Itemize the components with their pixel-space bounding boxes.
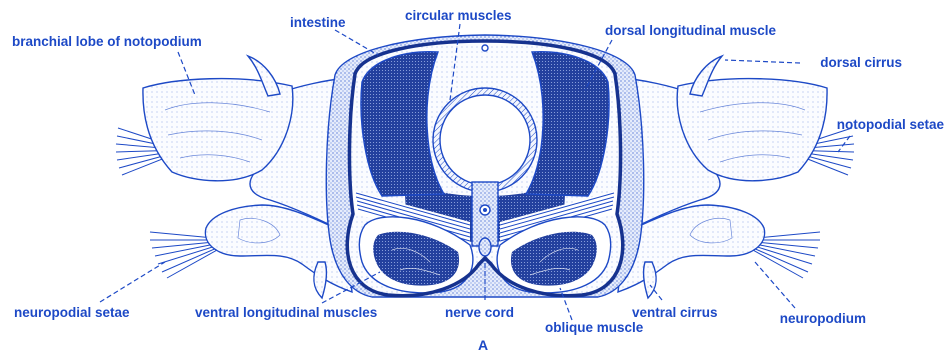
ventral-blood-vessel-dot: [483, 208, 487, 212]
label-branchial-lobe: branchial lobe of notopodium: [12, 34, 202, 49]
label-circular-muscles: circular muscles: [405, 8, 512, 23]
left-ventral-cirrus: [314, 262, 327, 298]
label-ventral-longitudinal-muscles: ventral longitudinal muscles: [195, 305, 377, 320]
dorsal-blood-vessel: [482, 45, 488, 51]
leader-intestine: [335, 30, 378, 55]
intestine-lumen: [440, 95, 530, 185]
label-dorsal-longitudinal-muscle: dorsal longitudinal muscle: [605, 23, 777, 38]
label-ventral-cirrus: ventral cirrus: [632, 305, 718, 320]
leader-dorsal-cirrus: [725, 60, 800, 63]
nerve-cord: [479, 238, 491, 256]
right-ventral-cirrus: [644, 262, 657, 298]
label-dorsal-cirrus: dorsal cirrus: [820, 55, 902, 70]
leader-neuropodium: [755, 262, 795, 308]
label-neuropodium: neuropodium: [780, 311, 866, 326]
left-parapodium: [116, 56, 352, 298]
figure-letter: A: [478, 337, 488, 353]
leader-neuropodial-setae: [100, 262, 165, 302]
label-neuropodial-setae: neuropodial setae: [14, 305, 130, 320]
label-notopodial-setae: notopodial setae: [837, 117, 945, 132]
right-parapodium: [618, 56, 854, 298]
label-nerve-cord: nerve cord: [445, 305, 514, 320]
label-intestine: intestine: [290, 15, 346, 30]
label-oblique-muscle: oblique muscle: [545, 320, 644, 335]
